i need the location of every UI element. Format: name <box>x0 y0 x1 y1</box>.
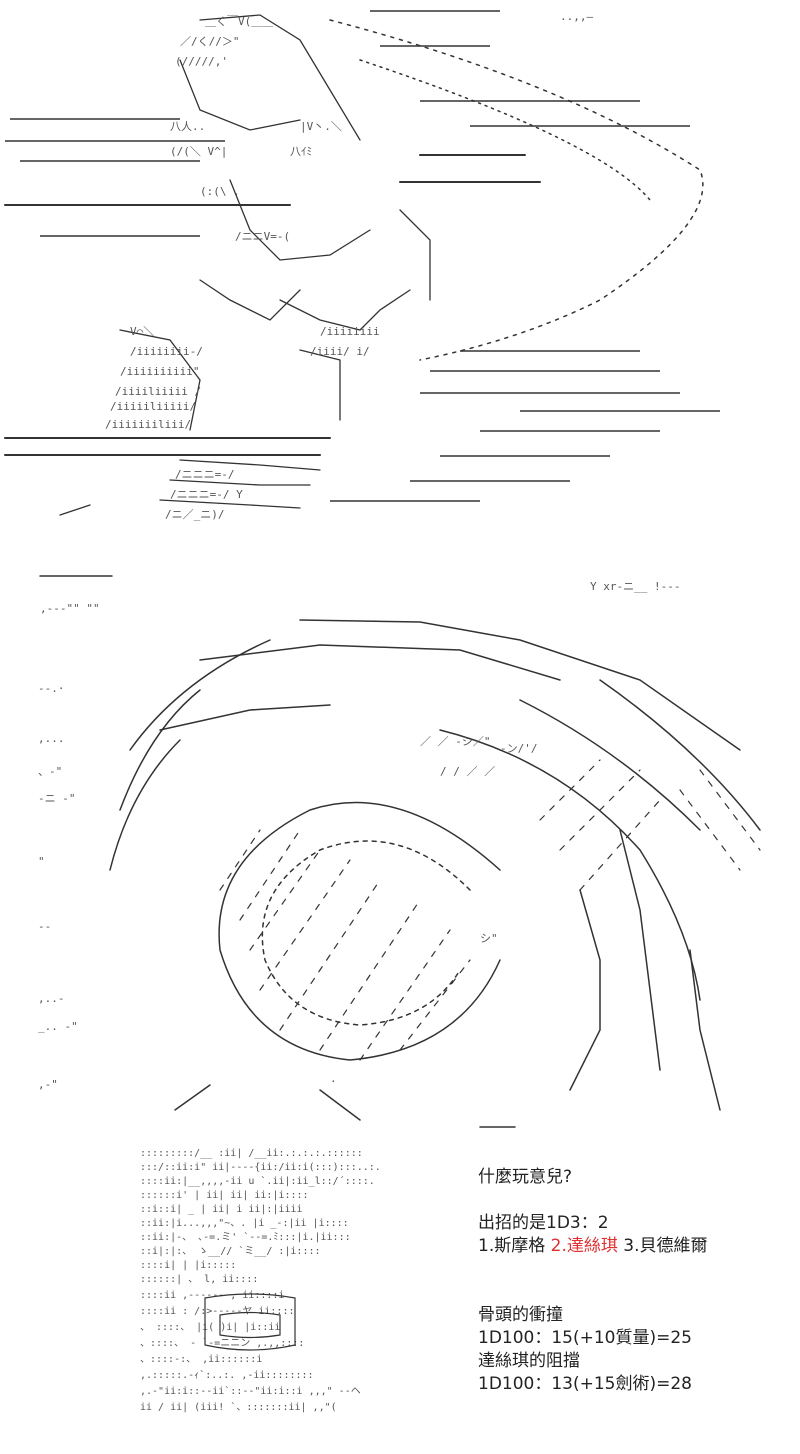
dice-roll-text-block: 什麼玩意兒? 出招的是1D3：2 1.斯摩格 2.達絲琪 3.貝德維爾 骨頭的衝… <box>478 1166 788 1396</box>
svg-text:::::ii : /:>‐‐‐‐‐ヤ: ::::ii : /:>‐‐‐‐‐ヤ ii:::: <box>140 1306 295 1317</box>
sword-lines <box>4 154 541 456</box>
svg-text:八ｲﾐ: 八ｲﾐ <box>290 145 312 158</box>
face-outline <box>204 1293 296 1351</box>
svg-text::::::::::/__ :ii| /__ii:.:.: :::::::::/__ :ii| /__ii:.:.:.:.:::::: <box>140 1148 363 1159</box>
option-tashigi: 2.達絲琪 <box>550 1236 618 1256</box>
svg-text:、 ::::、 |i( )i|: 、 ::::、 |i( )i| |i::ii <box>140 1322 280 1333</box>
svg-text:,.:::::.-ｨ`:..:. ,‐ii:::::: ,.:::::.-ｨ`:..:. ,‐ii:::::::: <box>140 1369 314 1381</box>
svg-text:八人..: 八人.. <box>170 120 205 133</box>
question-text: 什麼玩意兒? <box>478 1167 573 1187</box>
svg-text:::::::| 、 l,: ::::::| 、 l, ii:::: <box>140 1274 258 1285</box>
svg-text:/ニニニ=‐/: /ニニニ=‐/ <box>175 468 235 481</box>
svg-text:、::::、 ‐ `‐=ニニン ,.,,::::: 、::::、 ‐ `‐=ニニン ,.,,:::: <box>140 1337 304 1349</box>
svg-text:::ii:|‐、 ､‐=.ミ' `‐‐=.ﾐ:::|: ::ii:|‐、 ､‐=.ミ' `‐‐=.ﾐ:::|i.|ii::: <box>140 1231 351 1243</box>
ascii-art-shouting-face: :::::::::/__ :ii| /__ii:.:.:.:.:::::: ::… <box>120 1140 380 1454</box>
ascii-art-swordswoman: ＿く￣V(＿＿ ／/く//＞" (/////,' 八人.. |V丶.＼ (/(＼… <box>0 0 800 530</box>
svg-text:::::ii:|__,,,,-ii u `.ii|:ii_: ::::ii:|__,,,,-ii u `.ii|:ii_l::/´::::. <box>140 1175 375 1187</box>
impact-roll: 1D100：15(+10質量)=25 <box>478 1328 693 1348</box>
svg-text:/iiiiiiiliii/: /iiiiiiiliii/ <box>105 418 191 431</box>
svg-text:::i::i| _ | ii| i: ::i::i| _ | ii| i ii|:|iiii <box>140 1204 303 1215</box>
block-title: 達絲琪的阻擋 <box>478 1351 580 1371</box>
svg-text:/iiiiiiii‐/: /iiiiiiii‐/ <box>130 345 203 358</box>
svg-text:Y xr‐ニ__ !‐‐‐: Y xr‐ニ__ !‐‐‐ <box>590 580 680 593</box>
svg-text:::ii:|i...,,,"~、. |i _‐:|: ::ii:|i...,,,"~、. |i _‐:|ii |i:::: <box>140 1218 349 1229</box>
svg-text:/iiiiiliiiii/: /iiiiiliiiii/ <box>110 400 196 413</box>
svg-text:ii / ii| (iii! `、::::::: ii / ii| (iii! `、:::::::ii| ,,"( <box>140 1401 337 1413</box>
svg-text:シ": シ" <box>480 932 498 945</box>
svg-text:／/く//＞": ／/く//＞" <box>180 35 240 48</box>
svg-text:,..‐: ,..‐ <box>38 992 65 1005</box>
svg-text:|V丶.＼: |V丶.＼ <box>300 120 342 133</box>
block-roll: 1D100：13(+15劍術)=28 <box>478 1374 693 1394</box>
svg-text:,‐": ,‐" <box>38 1078 58 1091</box>
svg-text:,--‐"" "": ,--‐"" "" <box>40 602 100 615</box>
slash-dot-streaks <box>5 10 720 502</box>
svg-text:::i|:|:、 ゝ__// `ミ__/ :|: ::i|:|:、 ゝ__// `ミ__/ :|i:::: <box>140 1245 321 1257</box>
svg-text:/iiii/ i/: /iiii/ i/ <box>310 345 370 358</box>
svg-text:.: . <box>330 1072 337 1085</box>
face-glyphs: :::::::::/__ :ii| /__ii:.:.:.:.:::::: ::… <box>140 1148 380 1413</box>
svg-text:,...: ,... <box>38 732 65 745</box>
svg-text:,.‐"ii:i::-‐ii`::‐‐"ii:i::i ,,: ,.‐"ii:i::-‐ii`::‐‐"ii:i::i ,,," ‐‐ヘ <box>140 1385 361 1397</box>
ascii-art-impact-swirl: ,--‐"" "" ‐‐.· ,... 、‐" ‐ニ ‐" " ‐- ,..‐ … <box>0 530 800 1140</box>
svg-text:V⌒＼: V⌒＼ <box>130 325 154 338</box>
svg-text:/iiiiiiii: /iiiiiiii <box>320 325 380 338</box>
svg-text:(/(＼ V^|: (/(＼ V^| <box>170 145 227 158</box>
swordswoman-illustration: ＿く￣V(＿＿ ／/く//＞" (/////,' 八人.. |V丶.＼ (/(＼… <box>4 10 720 521</box>
ascii-glyph-noise-middle: ,--‐"" "" ‐‐.· ,... 、‐" ‐ニ ‐" " ‐- ,..‐ … <box>38 580 680 1091</box>
spacer <box>478 1189 788 1212</box>
impact-swirl-illustration: ,--‐"" "" ‐‐.· ,... 、‐" ‐ニ ‐" " ‐- ,..‐ … <box>38 575 761 1128</box>
svg-text:::::::i' | ii| ii|: ::::::i' | ii| ii| ii:|i:::: <box>140 1190 309 1201</box>
svg-text:..,,—: ..,,— <box>560 10 593 23</box>
svg-text:/iiiiliiiii /: /iiiiliiiii / <box>115 385 201 398</box>
spacer <box>478 1258 788 1304</box>
svg-text:‐ニ ‐": ‐ニ ‐" <box>38 792 76 805</box>
options-line: 1.斯摩格 2.達絲琪 3.貝德維爾 <box>478 1235 788 1258</box>
impact-title: 骨頭的衝撞 <box>478 1305 563 1325</box>
svg-text:(/////,': (/////,' <box>175 55 228 68</box>
svg-text:＿く￣V(＿＿: ＿く￣V(＿＿ <box>205 14 273 28</box>
svg-text:": " <box>38 855 45 868</box>
svg-text:、::::‐:、 ,ii::::::i: 、::::‐:、 ,ii::::::i <box>140 1354 262 1365</box>
svg-text:::::ii ,‐‐‐‐‐‐‐,: ::::ii ,‐‐‐‐‐‐‐, ii::::i <box>140 1290 285 1301</box>
svg-text:(:(\ .: (:(\ . <box>200 185 240 198</box>
shouting-face-illustration: :::::::::/__ :ii| /__ii:.:.:.:.:::::: ::… <box>140 1148 380 1413</box>
svg-text:／ ／ ‐シ／": ／ ／ ‐シ／" <box>420 735 491 748</box>
svg-text:、‐": 、‐" <box>38 765 62 778</box>
option-smoker: 1.斯摩格 <box>478 1236 546 1256</box>
svg-text::::/::ii:i" ii|-‐-‐{ii:/ii:i: :::/::ii:i" ii|-‐-‐{ii:/ii:i(:::):::..:.… <box>140 1162 380 1173</box>
svg-text:::::i| |: ::::i| | |i::::: <box>140 1260 236 1271</box>
svg-text:/ / ／ ／: / / ／ ／ <box>440 765 495 778</box>
motion-hatching <box>219 759 761 1061</box>
slash-arc <box>329 19 704 361</box>
option-bedivere: 3.貝德維爾 <box>623 1236 708 1256</box>
figure-outline <box>59 14 431 516</box>
svg-text:_.. ‐": _.. ‐" <box>38 1020 78 1033</box>
svg-text:‐‐.·: ‐‐.· <box>38 682 65 695</box>
svg-text:/ニ／_ニ)/: /ニ／_ニ)/ <box>165 508 225 521</box>
swirl-lines <box>39 575 761 1128</box>
svg-text:‐-: ‐- <box>38 920 51 933</box>
svg-text:/ニニV=‐(: /ニニV=‐( <box>235 230 290 243</box>
ascii-glyph-noise: ＿く￣V(＿＿ ／/く//＞" (/////,' 八人.. |V丶.＼ (/(＼… <box>105 10 593 521</box>
svg-text:/ニニニ=‐/ Y: /ニニニ=‐/ Y <box>170 488 243 501</box>
svg-text:‐ン/'/: ‐ン/'/ <box>500 742 538 755</box>
roll-line: 出招的是1D3：2 <box>478 1213 609 1233</box>
svg-text:/iiiiiiiiii": /iiiiiiiiii" <box>120 365 199 378</box>
